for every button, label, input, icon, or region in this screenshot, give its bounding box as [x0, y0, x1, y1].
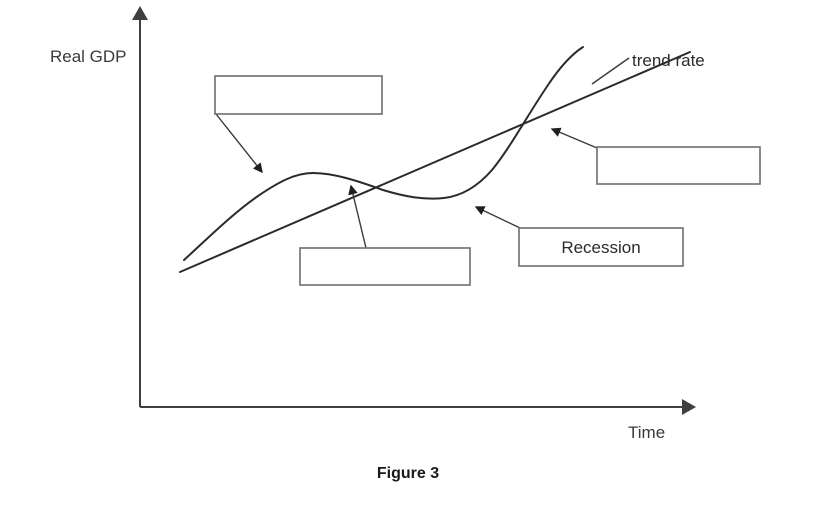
callout-box-right-rect[interactable] — [596, 146, 761, 185]
leader-line-upper-left — [215, 113, 263, 174]
callout-box-recession-text: Recession — [561, 238, 640, 257]
callout-box-right[interactable] — [596, 146, 761, 185]
leader-line-lower-middle — [348, 184, 367, 249]
trend-rate-line — [179, 51, 691, 273]
callout-box-upper-left[interactable] — [214, 75, 383, 115]
leader-line-right — [550, 127, 598, 149]
callout-box-recession-rect[interactable] — [518, 227, 684, 267]
y-axis-label: Real GDP — [50, 47, 127, 66]
business-cycle-curve — [183, 46, 584, 261]
trend-rate-leader-line — [591, 57, 630, 85]
callout-box-recession[interactable]: Recession — [518, 227, 684, 267]
callout-box-lower-middle[interactable] — [299, 247, 471, 286]
leader-line-recession — [474, 206, 521, 229]
callout-box-upper-left-rect[interactable] — [214, 75, 383, 115]
callout-box-lower-middle-rect[interactable] — [299, 247, 471, 286]
trend-rate-label: trend rate — [632, 51, 705, 70]
figure-caption: Figure 3 — [377, 465, 439, 482]
x-axis-label: Time — [628, 423, 665, 442]
